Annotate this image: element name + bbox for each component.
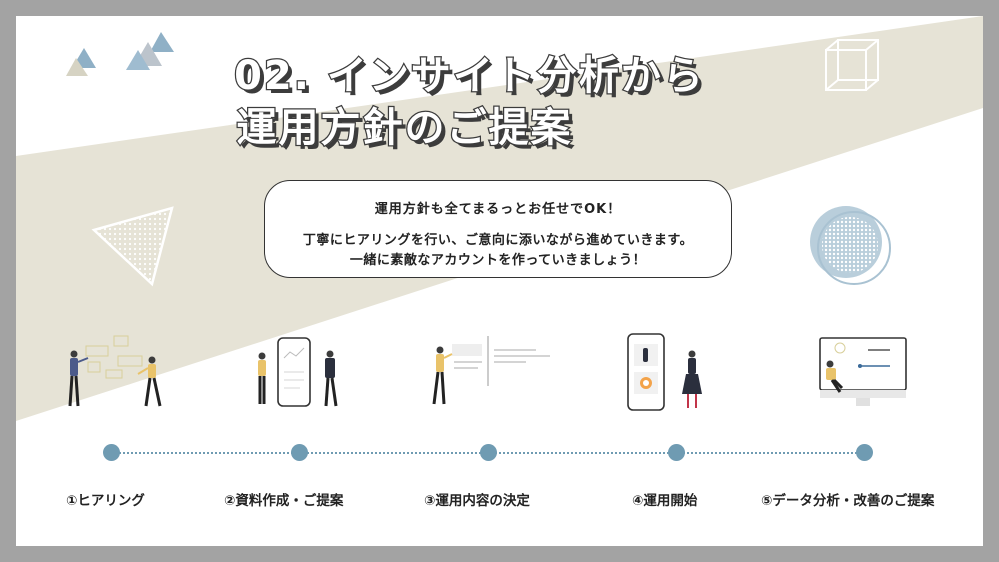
title-line-1: 02. インサイト分析から (233, 52, 705, 101)
bubble-body-line-2: 一緒に素敵なアカウントを作っていきましょう！ (349, 253, 647, 268)
timeline-dot (291, 444, 308, 461)
analysis-illustration (819, 337, 907, 406)
timeline-dot (480, 444, 497, 461)
message-bubble: 運用方針も全てまるっとお任せでOK！ 丁寧にヒアリングを行い、ご意向に添いながら… (264, 180, 732, 278)
proposal-illustration (258, 337, 338, 407)
launch-illustration (627, 333, 702, 411)
step-label-launch: ④運用開始 (632, 493, 698, 509)
step-label-decision: ③運用内容の決定 (424, 493, 530, 509)
bubble-headline: 運用方針も全てまるっとお任せでOK！ (374, 202, 622, 217)
step-label-proposal: ②資料作成・ご提案 (224, 493, 344, 509)
decision-illustration (432, 336, 550, 405)
slide: 02. インサイト分析から 運用方針のご提案 運用方針も全てまるっとお任せでOK… (16, 16, 983, 546)
hearing-illustration (68, 335, 162, 407)
halftone-circle-decoration (810, 206, 891, 285)
timeline-dot (668, 444, 685, 461)
page-title: 02. インサイト分析から 運用方針のご提案 (16, 50, 983, 154)
timeline-dot (103, 444, 120, 461)
timeline-dot (856, 444, 873, 461)
triangles-decoration (66, 32, 174, 76)
step-label-analysis: ⑤データ分析・改善のご提案 (761, 493, 935, 509)
cube-decoration (825, 39, 879, 91)
title-line-2: 運用方針のご提案 (235, 104, 573, 153)
bubble-body-line-1: 丁寧にヒアリングを行い、ご意向に添いながら進めていきます。 (302, 233, 694, 248)
dotted-triangle-decoration (91, 206, 174, 287)
step-label-hearing: ①ヒアリング (66, 493, 145, 509)
